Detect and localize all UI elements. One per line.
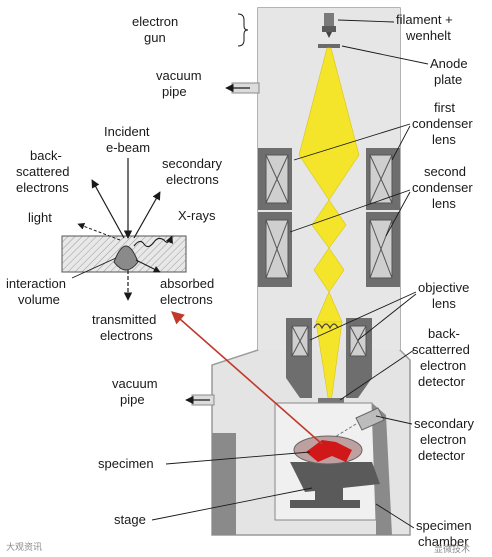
svg-text:detector: detector: [418, 374, 466, 389]
label-objective: objective lens: [309, 280, 469, 341]
svg-text:Incident: Incident: [104, 124, 150, 139]
svg-text:chamber: chamber: [418, 534, 469, 549]
svg-text:scattered: scattered: [16, 164, 69, 179]
svg-text:first: first: [434, 100, 455, 115]
svg-text:pipe: pipe: [162, 84, 187, 99]
svg-text:back-: back-: [428, 326, 460, 341]
watermark-left: 大观资讯: [6, 541, 42, 552]
svg-text:plate: plate: [434, 72, 462, 87]
svg-text:back-: back-: [30, 148, 62, 163]
svg-text:gun: gun: [144, 30, 166, 45]
vacuum-pipe-top: [225, 82, 260, 94]
inset-label-transmitted: transmitted electrons: [92, 312, 156, 343]
svg-text:specimen: specimen: [98, 456, 154, 471]
inset-label-light: light: [28, 210, 52, 225]
objective-lens: [286, 318, 372, 398]
svg-text:second: second: [424, 164, 466, 179]
backscatter-detector: [318, 398, 344, 403]
svg-text:condenser: condenser: [412, 116, 473, 131]
svg-text:vacuum: vacuum: [156, 68, 202, 83]
svg-text:stage: stage: [114, 512, 146, 527]
svg-text:detector: detector: [418, 448, 466, 463]
label-secondary-detector: secondary electron detector: [375, 415, 474, 463]
svg-text:e-beam: e-beam: [106, 140, 150, 155]
svg-text:interaction: interaction: [6, 276, 66, 291]
second-condenser-lens: [258, 212, 400, 287]
svg-text:lens: lens: [432, 196, 456, 211]
label-anode: Anode plate: [341, 45, 468, 87]
svg-text:objective: objective: [418, 280, 469, 295]
svg-text:lens: lens: [432, 296, 456, 311]
label-backscatter-detector: back- scatterred electron detector: [339, 326, 470, 401]
label-stage: stage: [114, 487, 313, 527]
inset-label-incident: Incident e-beam: [104, 124, 150, 155]
svg-text:secondary: secondary: [414, 416, 474, 431]
svg-text:absorbed: absorbed: [160, 276, 214, 291]
svg-text:X-rays: X-rays: [178, 208, 216, 223]
svg-text:electron: electron: [420, 432, 466, 447]
svg-text:electrons: electrons: [100, 328, 153, 343]
specimen-sample: [306, 440, 352, 462]
label-filament: filament + wenhelt: [337, 12, 453, 43]
inset-label-xrays: X-rays: [178, 208, 216, 223]
watermark-right: 显微技术: [434, 543, 470, 554]
svg-text:vacuum: vacuum: [112, 376, 158, 391]
label-specimen: specimen: [98, 451, 311, 471]
electron-beam: [298, 47, 360, 411]
svg-text:secondary: secondary: [162, 156, 222, 171]
svg-text:electron: electron: [420, 358, 466, 373]
svg-text:wenhelt: wenhelt: [405, 28, 451, 43]
svg-text:transmitted: transmitted: [92, 312, 156, 327]
svg-text:electron: electron: [132, 14, 178, 29]
label-electron-gun: electron gun: [132, 13, 249, 47]
magnify-arrow: [171, 311, 323, 445]
svg-text:volume: volume: [18, 292, 60, 307]
label-specimen-chamber: specimen chamber: [375, 503, 472, 549]
label-second-condenser: second condenser lens: [289, 164, 473, 237]
label-first-condenser: first condenser lens: [293, 100, 473, 161]
svg-text:lens: lens: [432, 132, 456, 147]
svg-text:scatterred: scatterred: [412, 342, 470, 357]
label-vacuum-pipe-top: vacuum pipe: [156, 68, 202, 99]
stage-body: [290, 462, 380, 508]
inset-label-interaction: interaction volume: [6, 276, 66, 307]
svg-text:electrons: electrons: [160, 292, 213, 307]
vacuum-pipe-bottom: [185, 394, 215, 406]
label-vacuum-pipe-bottom: vacuum pipe: [112, 376, 158, 407]
interaction-inset: [61, 158, 187, 301]
first-condenser-lens: [258, 148, 400, 210]
inset-label-secondary: secondary electrons: [162, 156, 222, 187]
anode-plate: [318, 44, 340, 48]
svg-text:Anode: Anode: [430, 56, 468, 71]
svg-text:electrons: electrons: [166, 172, 219, 187]
svg-text:specimen: specimen: [416, 518, 472, 533]
inset-label-backscattered: back- scattered electrons: [16, 148, 69, 195]
svg-text:electrons: electrons: [16, 180, 69, 195]
svg-text:pipe: pipe: [120, 392, 145, 407]
inset-label-absorbed: absorbed electrons: [160, 276, 214, 307]
svg-text:filament +: filament +: [396, 12, 453, 27]
svg-text:condenser: condenser: [412, 180, 473, 195]
svg-text:light: light: [28, 210, 52, 225]
filament: [322, 13, 336, 38]
